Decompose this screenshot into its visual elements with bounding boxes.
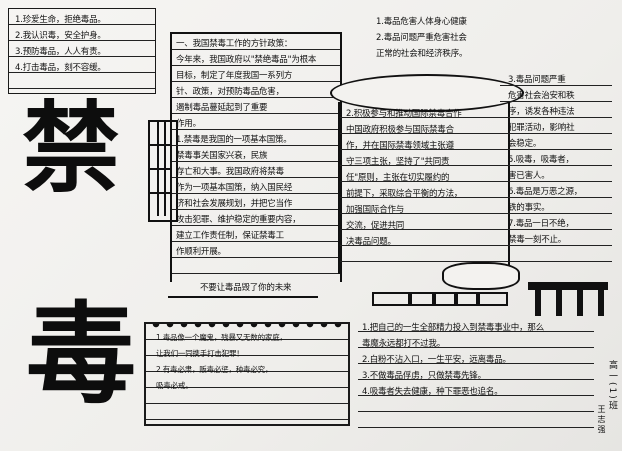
bottom-right-line: 2.白粉不沾入口，一生平安，远离毒品。 [362,355,511,365]
slogan-line: 3.预防毒品，人人有责。 [15,47,106,57]
slogan-line: 1.珍爱生命，拒绝毒品。 [15,15,106,25]
far-right-line: 序，诱发各种违法 [508,107,575,117]
cooperation-line: 前提下，采取综合平衡的方法， [346,189,463,199]
card-line: 2.有毒必肃，贩毒必惩，种毒必究， [156,365,273,374]
decor-rect-1 [372,292,410,306]
decor-bar-leg-1 [535,290,541,316]
far-right-line: 禁毒一刻不止。 [508,235,567,245]
policy-line: 针、政策，对预防毒品危害， [176,87,284,97]
cooperation-line: 2.积极参与和推动国际禁毒合作 [346,109,462,119]
signature-name: 王志强 [597,405,606,435]
cooperation-line: 中国政府积极参与国际禁毒合 [346,125,454,135]
policy-line: 作用。 [176,119,201,129]
policy-line: 作顺利开展。 [176,247,226,257]
bottom-right-line: 3.不做毒品俘虏，只做禁毒先锋。 [362,371,486,381]
far-right-line: 7.毒品一日不绝， [508,219,574,229]
decor-bar-leg-4 [598,290,604,316]
decor-bar-leg-2 [556,290,562,316]
decor-bar-top [528,282,608,290]
far-right-line: 3.毒品问题严重 [508,75,566,85]
policy-line: 1.禁毒是我国的一项基本国策。 [176,135,292,145]
decor-bar-leg-3 [577,290,583,316]
harm-line: 正常的社会和经济秩序。 [376,49,468,59]
far-right-line: 危害社会治安和秩 [508,91,575,101]
slogan-line: 4.打击毒品，刻不容缓。 [15,63,106,73]
slogan-line: 2.我认识毒，安全护身。 [15,31,106,41]
slogan-panel-bottom-right: 1.把自己的一生全部精力投入到禁毒事业中，那么 毒魔永远都打不过我。 2.白粉不… [358,316,594,428]
cooperation-line: 任"原则，主张在切实履约的 [346,173,450,183]
cooperation-line: 决毒品问题。 [346,237,396,247]
cooperation-line: 加强国际合作与 [346,205,405,215]
far-right-line: 会稳定。 [508,139,542,149]
card-line: 吸毒必戒。 [156,381,193,390]
title-char-jin: 禁 [22,91,121,206]
policy-panel-bottom-rule [168,296,318,298]
policy-line: 禁毒事关国家兴衰，民族 [176,151,268,161]
card-line: 让我们一同携手打击犯罪！ [156,349,244,358]
policy-line: 建立工作责任制，保证禁毒工 [176,231,284,241]
far-right-line: 5.吸毒，吸毒者， [508,155,574,165]
policy-line: 今年来，我国政府以"禁绝毒品"为根本 [176,55,317,65]
far-right-line: 6.毒品是万恶之源， [508,187,583,197]
far-right-line: 害已害人。 [508,171,550,181]
policy-line: 作为一项基本国策，纳入国民经 [176,183,293,193]
far-right-line: 犯罪活动，影响社 [508,123,575,133]
card-line: 1.毒品像一个魔鬼，残暴又无数的家庭， [156,333,287,342]
decor-rect-2 [410,292,434,306]
decor-rect-4 [456,292,478,306]
policy-line: 济和社会发展规划，并把它当作 [176,199,293,209]
slogan-panel-top-left: 1.珍爱生命，拒绝毒品。 2.我认识毒，安全护身。 3.预防毒品，人人有责。 4… [8,8,156,94]
policy-line: 存亡和大事。我国政府将禁毒 [176,167,284,177]
bottom-right-line: 4.吸毒者失去健康，种下罪恶也追名。 [362,387,503,397]
signature-class: 高一(1)班 [607,360,617,412]
bottom-right-line: 1.把自己的一生全部精力投入到禁毒事业中，那么 [362,323,545,333]
policy-footer: 不要让毒品毁了你的未来 [200,283,292,293]
harm-line: 1.毒品危害人体身心健康 [376,17,467,27]
title-char-du: 毒 [26,290,136,419]
card-scallop-top [150,324,342,332]
policy-line: 攻击犯罪、维护稳定的重要内容， [176,215,301,225]
cooperation-line: 守三项主张，坚持了"共同责 [346,157,450,167]
policy-line: 目标，制定了年度我国一系列方 [176,71,293,81]
far-right-line: 铁的事实。 [508,203,550,213]
policy-line: 一、我国禁毒工作的方针政策： [176,39,293,49]
slogan-card-bottom-left: 1.毒品像一个魔鬼，残暴又无数的家庭， 让我们一同携手打击犯罪！ 2.有毒必肃，… [144,322,350,426]
policy-panel-center: 一、我国禁毒工作的方针政策： 今年来，我国政府以"禁绝毒品"为根本 目标，制定了… [170,32,342,282]
bottom-right-line: 毒魔永远都打不过我。 [362,339,446,349]
decor-rect-3 [434,292,456,306]
harm-panel-top-right: 1.毒品危害人体身心健康 2.毒品问题严重危害社会 正常的社会和经济秩序。 [372,12,587,74]
decor-rect-5 [478,292,508,306]
slogan-column-far-right: 3.毒品问题严重 危害社会治安和秩 序，诱发各种违法 犯罪活动，影响社 会稳定。… [500,70,612,270]
harm-line: 2.毒品问题严重危害社会 [376,33,467,43]
cooperation-scroll-panel: 2.积极参与和推动国际禁毒合作 中国政府积极参与国际禁毒合 作，并在国际禁毒领域… [338,102,510,274]
cooperation-line: 作，并在国际禁毒领域主张遵 [346,141,454,151]
cooperation-line: 交流，促进共同 [346,221,405,231]
policy-line: 遏制毒品蔓延起到了重要 [176,103,268,113]
